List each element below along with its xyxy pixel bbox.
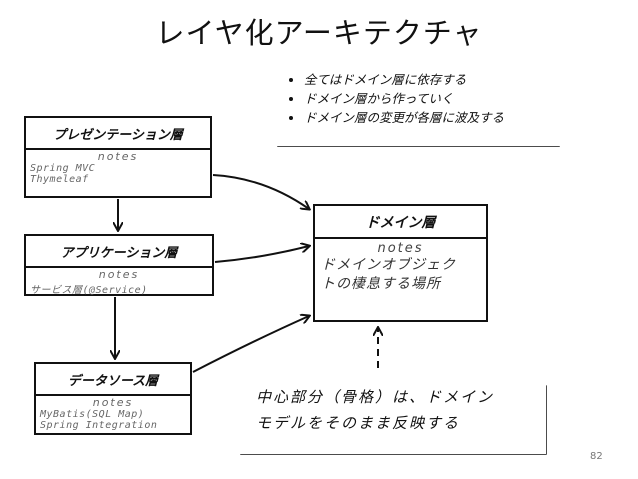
domain-notes-label: notes	[377, 241, 424, 256]
note-top: 全てはドメイン層に依存する ドメイン層から作っていく ドメイン層の変更が各層に波…	[276, 62, 560, 146]
application-note-line: サービス層(@Service)	[30, 285, 148, 296]
domain-note-line: ドメインオブジェク	[321, 257, 456, 273]
note-top-item: ドメイン層の変更が各層に波及する	[304, 108, 560, 127]
datasource-note-line: MyBatis(SQL Map)	[40, 409, 145, 420]
presentation-note-line: Thymeleaf	[30, 174, 89, 185]
presentation-layer-box: プレゼンテーション層 notes Spring MVC Thymeleaf	[24, 116, 212, 198]
datasource-notes-label: notes	[92, 396, 134, 409]
domain-layer-box: ドメイン層 notes ドメインオブジェク トの棲息する場所	[313, 204, 488, 322]
presentation-layer-title: プレゼンテーション層	[26, 118, 210, 150]
application-layer-title: アプリケーション層	[26, 236, 212, 268]
datasource-layer-box: データソース層 notes MyBatis(SQL Map) Spring In…	[34, 362, 192, 435]
page-number: 82	[590, 451, 603, 462]
domain-note-line: トの棲息する場所	[321, 276, 441, 292]
presentation-note-line: Spring MVC	[30, 163, 96, 174]
note-bottom: 中心部分（骨格）は、ドメイン モデルをそのまま反映する	[240, 370, 546, 454]
note-top-item: 全てはドメイン層に依存する	[304, 70, 560, 89]
slide-title: レイヤ化アーキテクチャ	[155, 16, 483, 50]
note-bottom-line: モデルをそのまま反映する	[256, 414, 461, 432]
application-layer-box: アプリケーション層 notes サービス層(@Service)	[24, 234, 214, 296]
datasource-layer-title: データソース層	[36, 364, 190, 396]
note-bottom-line: 中心部分（骨格）は、ドメイン	[256, 388, 495, 406]
application-notes-label: notes	[98, 268, 140, 281]
note-top-item: ドメイン層から作っていく	[304, 89, 560, 108]
arrow-ds-to-domain	[192, 316, 309, 373]
arrow-app-to-domain	[214, 246, 309, 263]
presentation-notes-label: notes	[97, 150, 139, 163]
datasource-note-line: Spring Integration	[40, 420, 158, 431]
domain-layer-title: ドメイン層	[315, 206, 486, 239]
arrow-pres-to-domain	[212, 174, 309, 209]
